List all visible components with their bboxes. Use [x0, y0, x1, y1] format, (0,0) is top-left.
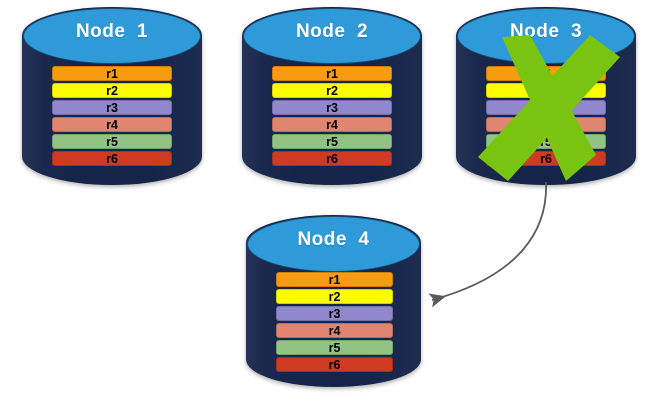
record-bar: r1	[486, 66, 606, 81]
node-4-title: Node 4	[297, 229, 370, 250]
arrow-node3-to-node4	[428, 181, 547, 308]
record-bar: r4	[276, 323, 393, 338]
node-3-records: r1 r2 r3 r4 r5 r6	[486, 66, 606, 166]
record-bar: r5	[272, 134, 392, 149]
record-bar: r6	[276, 357, 393, 372]
record-bar: r3	[52, 100, 172, 115]
record-bar: r6	[52, 151, 172, 166]
node-1-cylinder-top	[23, 8, 201, 64]
record-bar: r4	[272, 117, 392, 132]
node-4-cylinder-top	[247, 216, 420, 272]
record-bar: r1	[272, 66, 392, 81]
record-bar: r1	[276, 272, 393, 287]
node-1-title: Node 1	[75, 21, 149, 42]
node-1-records: r1 r2 r3 r4 r5 r6	[52, 66, 172, 166]
record-bar: r3	[486, 100, 606, 115]
record-bar: r5	[276, 340, 393, 355]
record-bar: r6	[272, 151, 392, 166]
node-1[interactable]: Node 1 r1 r2 r3 r4 r5 r6	[22, 7, 202, 185]
node-4[interactable]: Node 4 r1 r2 r3 r4 r5 r6	[246, 215, 421, 387]
node-3-title: Node 3	[509, 21, 583, 42]
node-2[interactable]: Node 2 r1 r2 r3 r4 r5 r6	[242, 7, 422, 185]
record-bar: r6	[486, 151, 606, 166]
record-bar: r4	[52, 117, 172, 132]
node-2-title: Node 2	[295, 21, 369, 42]
record-bar: r4	[486, 117, 606, 132]
record-bar: r2	[276, 289, 393, 304]
record-bar: r2	[486, 83, 606, 98]
node-2-records: r1 r2 r3 r4 r5 r6	[272, 66, 392, 166]
record-bar: r1	[52, 66, 172, 81]
record-bar: r5	[486, 134, 606, 149]
node-2-cylinder-top	[243, 8, 421, 64]
record-bar: r2	[272, 83, 392, 98]
record-bar: r3	[272, 100, 392, 115]
record-bar: r5	[52, 134, 172, 149]
record-bar: r3	[276, 306, 393, 321]
node-4-records: r1 r2 r3 r4 r5 r6	[276, 272, 393, 372]
record-bar: r2	[52, 83, 172, 98]
node-3[interactable]: Node 3 r1 r2 r3 r4 r5 r6	[456, 7, 636, 185]
